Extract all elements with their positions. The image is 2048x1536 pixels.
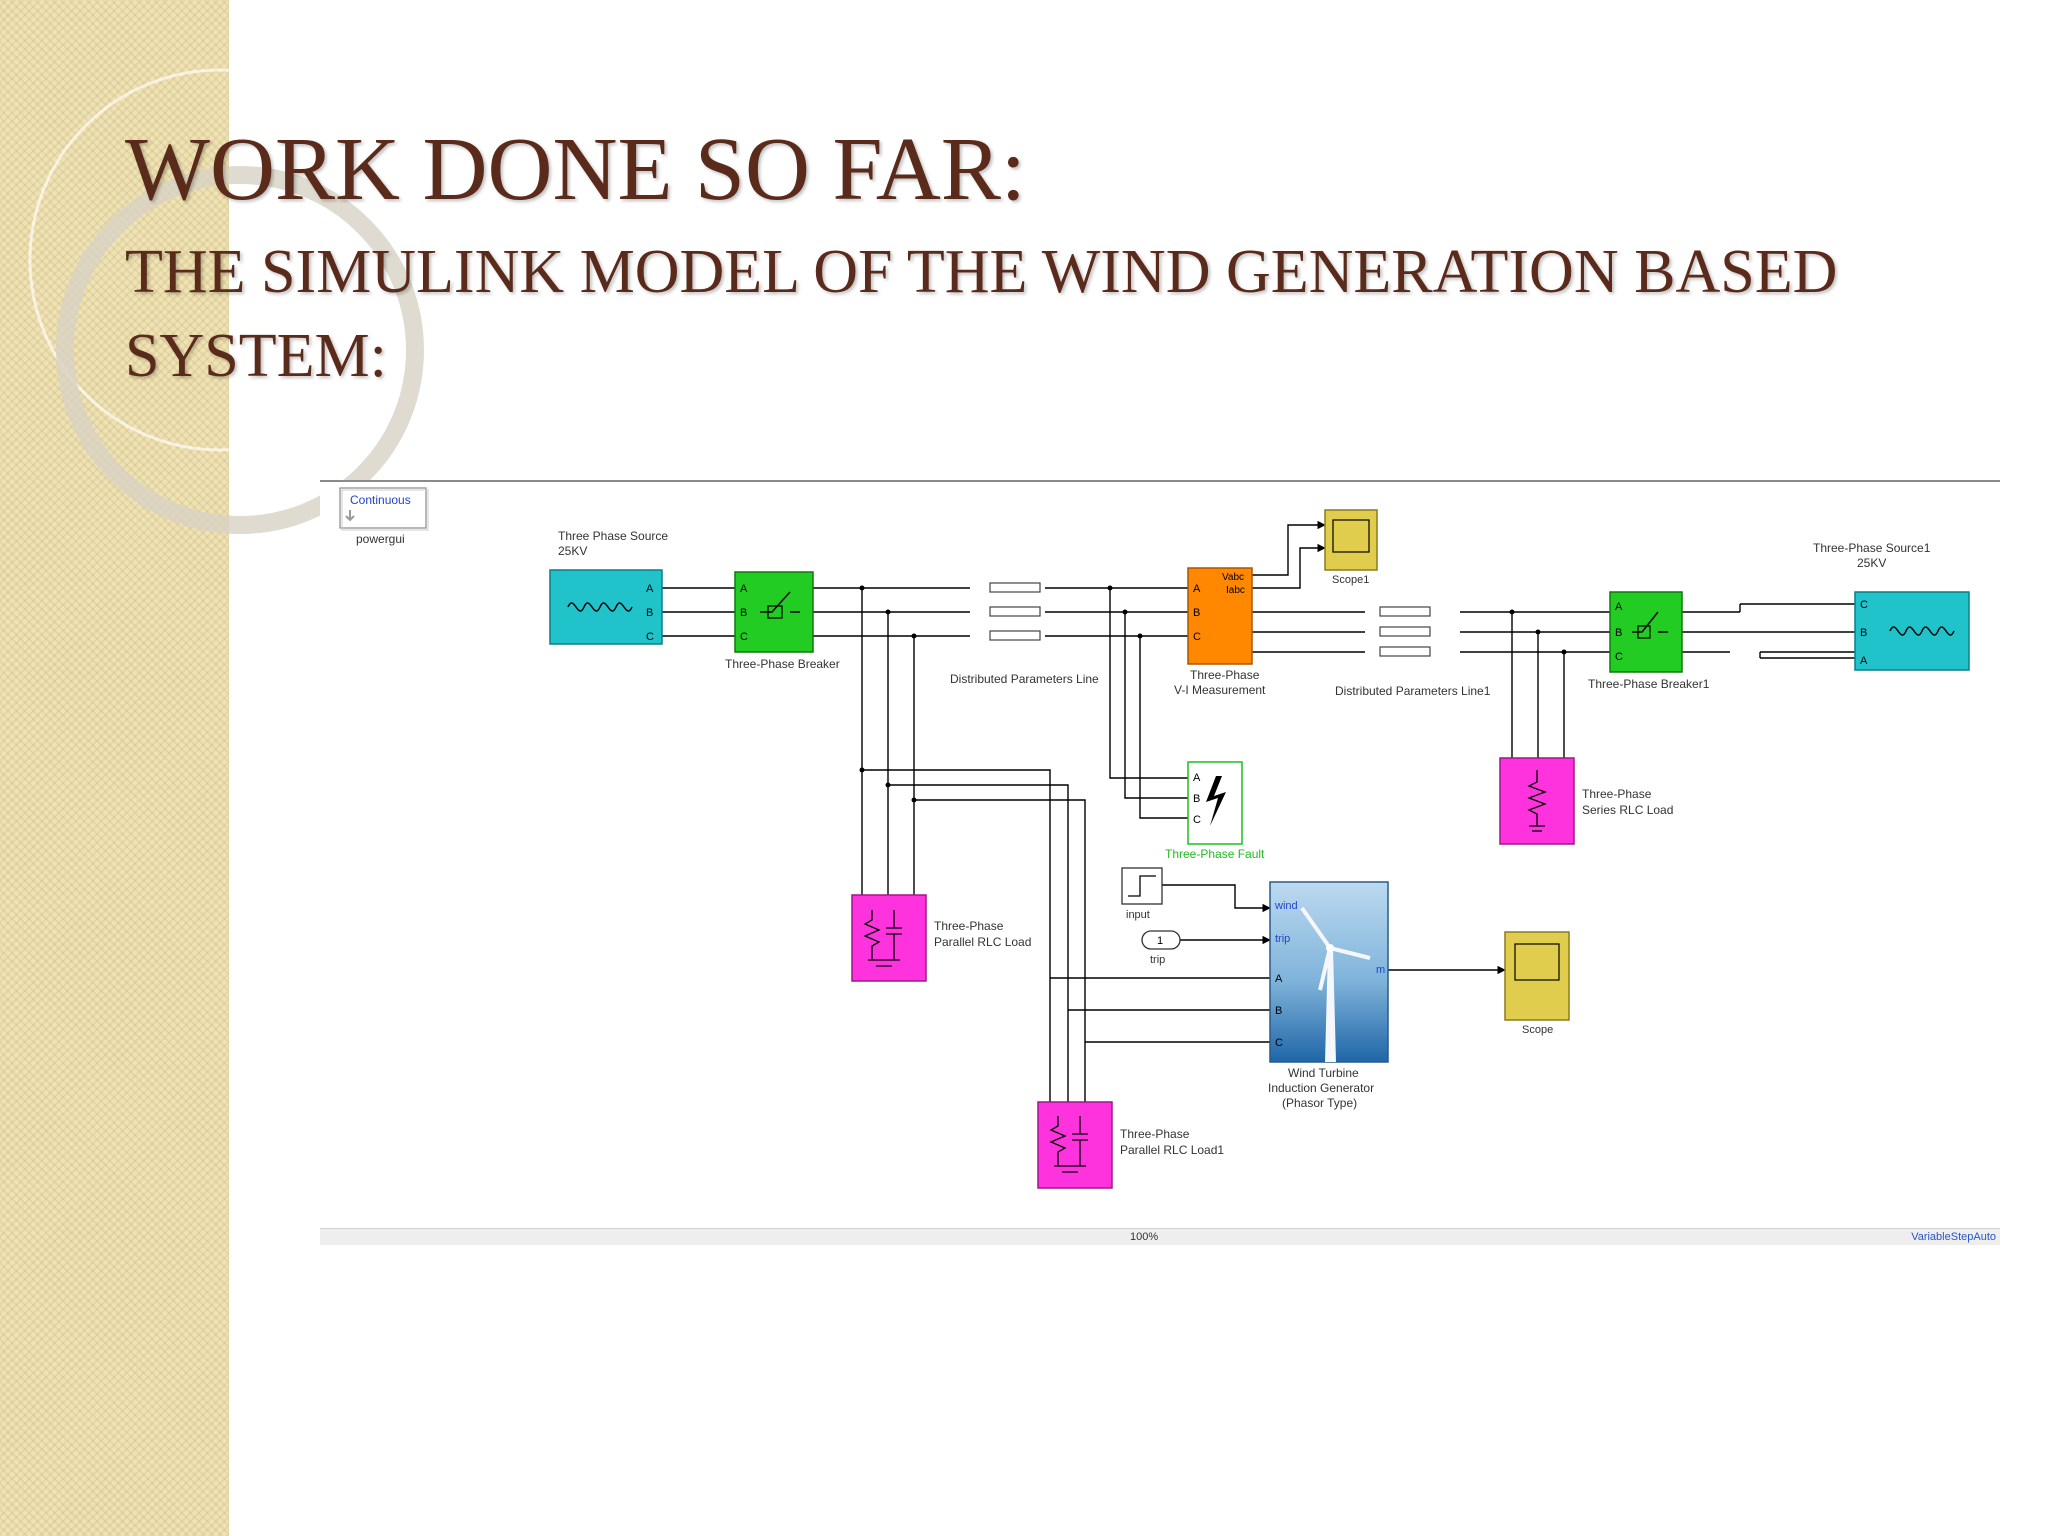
scope-screen-icon [1332,519,1370,553]
sine-source-icon [567,602,633,612]
scope-screen-icon [1514,943,1560,981]
port-label: C [1615,651,1623,663]
three-phase-source-right[interactable]: Three-Phase Source1 25KV C B A [1813,541,1970,671]
port-label: B [646,607,653,619]
three-phase-breaker-right[interactable]: A B C Three-Phase Breaker1 [1588,591,1710,691]
port-m-label: m [1376,964,1385,976]
turbine-label-3: (Phasor Type) [1282,1096,1357,1110]
parallel-load1-label-1: Three-Phase [1120,1127,1190,1141]
source-left-voltage: 25KV [558,544,587,558]
simulink-model-canvas: Continuous powergui Three Phase Source 2… [320,480,2000,1248]
model-top-border [320,480,2000,482]
switch-icon [1632,611,1668,633]
port-label: B [1860,627,1867,639]
port-label: A [1860,655,1868,667]
port-label: A [1193,772,1201,784]
port-wind-label: wind [1274,900,1298,912]
lightning-icon [1206,776,1226,826]
input-name: input [1126,909,1150,921]
scope1-name: Scope1 [1332,574,1369,586]
rlc-icon [863,910,902,967]
wind-turbine-block[interactable]: wind trip A B C m Wind Turbine Induction… [1268,881,1389,1110]
port-iabc-label: Iabc [1226,585,1245,596]
port-label: B [1193,607,1200,619]
source-right-voltage: 25KV [1857,556,1886,570]
line-left-name: Distributed Parameters Line [950,672,1099,686]
measurement-label-1: Three-Phase [1190,668,1260,682]
trip-constant-block[interactable]: 1 trip [1141,930,1181,966]
parallel-load1-label-2: Parallel RLC Load1 [1120,1143,1224,1157]
wires [662,520,1855,1102]
turbine-label-1: Wind Turbine [1288,1066,1359,1080]
parallel-load-label-1: Three-Phase [934,919,1004,933]
source-right-label: Three-Phase Source1 [1813,541,1931,555]
rlc-icon [1049,1116,1088,1173]
zoom-level: 100% [1130,1231,1159,1243]
three-phase-breaker-left[interactable]: A B C Three-Phase Breaker [725,571,840,671]
solver-label[interactable]: VariableStepAuto [1911,1231,1996,1243]
port-label: C [740,631,748,643]
port-trip-label: trip [1275,933,1290,945]
switch-icon [760,591,800,613]
three-phase-source-left[interactable]: Three Phase Source 25KV A B C [549,529,668,645]
measurement-label-2: V-I Measurement [1174,683,1266,697]
breaker-right-name: Three-Phase Breaker1 [1588,677,1710,691]
step-icon [1128,875,1156,897]
distributed-parameters-line1[interactable]: Distributed Parameters Line1 [1335,606,1491,698]
series-load-label-1: Three-Phase [1582,787,1652,801]
port-label: A [1275,973,1283,985]
slide-subtitle: THE SIMULINK MODEL OF THE WIND GENERATIO… [125,238,1838,390]
powergui-block[interactable]: Continuous powergui [339,487,429,546]
vi-measurement-block[interactable]: Vabc Iabc A B C Three-Phase V-I Measurem… [1174,567,1266,697]
scope-block[interactable]: Scope [1504,931,1570,1036]
port-label: C [1860,599,1868,611]
model-statusbar: 100% VariableStepAuto [320,1228,2000,1245]
port-label: C [646,631,654,643]
scope1-block[interactable]: Scope1 [1324,509,1378,586]
parallel-rlc-load-block[interactable]: Three-Phase Parallel RLC Load [851,894,1031,982]
port-label: B [1615,627,1622,639]
model-diagram: Continuous powergui Three Phase Source 2… [339,487,1970,1189]
port-vabc-label: Vabc [1222,572,1244,583]
port-label: C [1275,1037,1283,1049]
parallel-load-label-2: Parallel RLC Load [934,935,1031,949]
down-arrow-icon [345,510,355,522]
line-right-name: Distributed Parameters Line1 [1335,684,1491,698]
wire-junctions [859,585,1567,803]
port-label: B [740,607,747,619]
turbine-label-2: Induction Generator [1268,1081,1374,1095]
port-label: B [1275,1005,1282,1017]
port-label: B [1193,793,1200,805]
sine-source-icon [1889,626,1955,636]
port-label: A [646,583,654,595]
series-rlc-load-block[interactable]: Three-Phase Series RLC Load [1499,757,1673,845]
distributed-parameters-line[interactable]: Distributed Parameters Line [950,582,1099,686]
three-phase-fault-block[interactable]: A B C Three-Phase Fault [1165,761,1265,861]
parallel-rlc-load1-block[interactable]: Three-Phase Parallel RLC Load1 [1037,1101,1224,1189]
trip-value: 1 [1157,935,1163,947]
source-left-label: Three Phase Source [558,529,668,543]
port-label: A [1193,583,1201,595]
input-step-block[interactable]: input [1121,867,1163,921]
fault-name: Three-Phase Fault [1165,847,1265,861]
resistor-icon [1527,770,1547,832]
scope-name: Scope [1522,1024,1553,1036]
port-label: A [740,583,748,595]
wind-turbine-icon [1300,906,1371,1062]
breaker-left-name: Three-Phase Breaker [725,657,840,671]
slide-title: WORK DONE SO FAR: [125,120,1026,219]
port-label: C [1193,631,1201,643]
trip-name: trip [1150,954,1165,966]
series-load-label-2: Series RLC Load [1582,803,1673,817]
powergui-name: powergui [356,532,405,546]
powergui-mode-label: Continuous [350,493,411,507]
port-label: A [1615,601,1623,613]
port-label: C [1193,814,1201,826]
